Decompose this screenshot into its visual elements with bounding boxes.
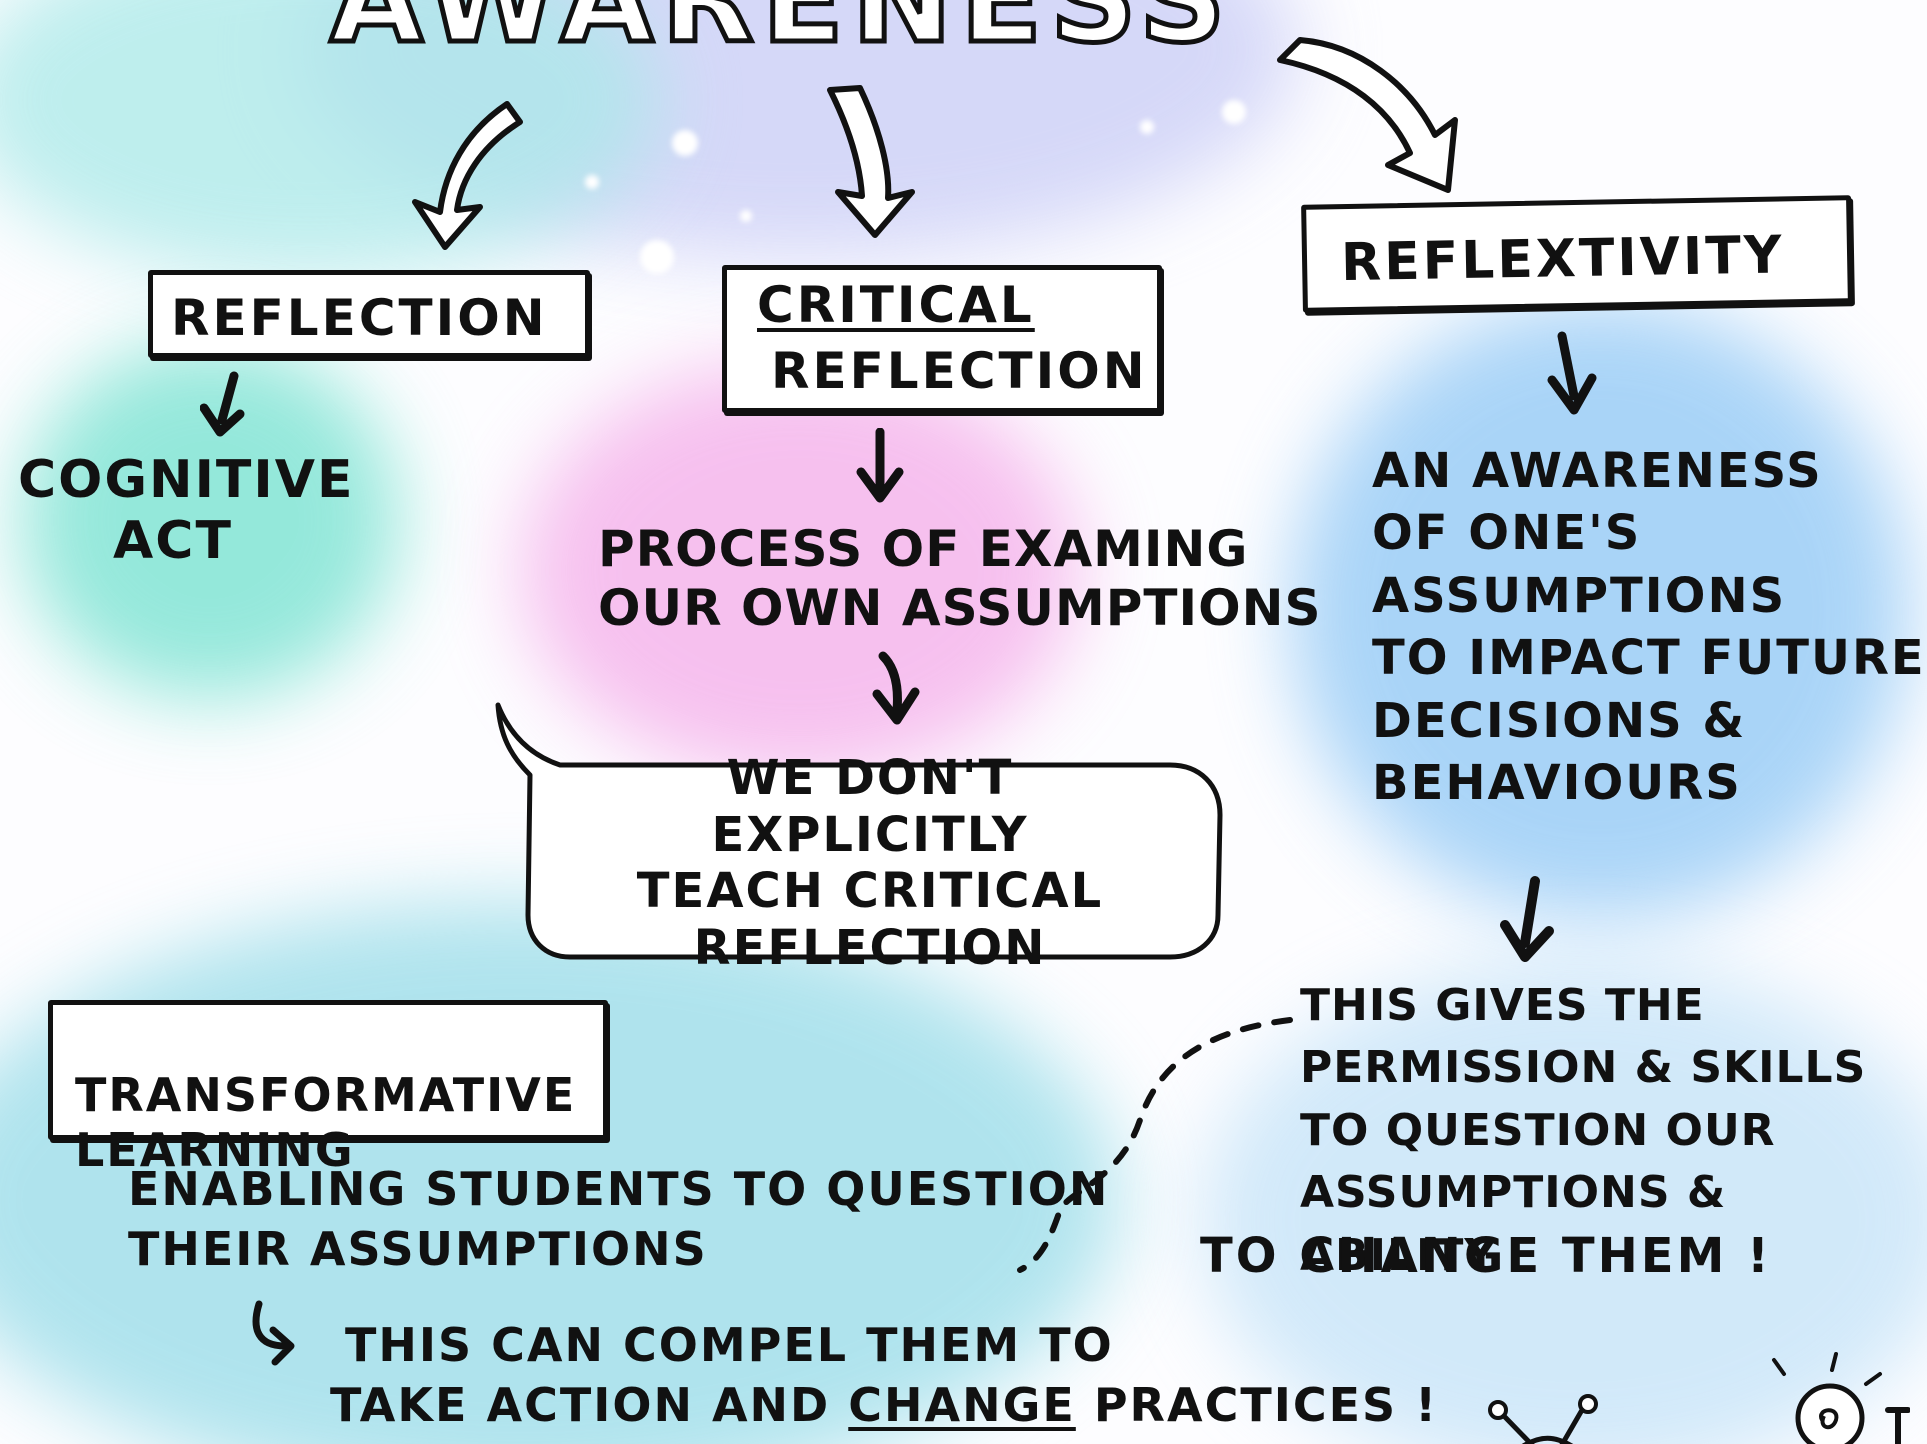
down-arrow-icon xyxy=(872,651,920,725)
critical-reflection-description: PROCESS OF EXAMING OUR OWN ASSUMPTIONS xyxy=(598,520,1322,637)
sparkle xyxy=(585,175,599,189)
title-awareness: AWARENESS xyxy=(328,0,1234,72)
sparkle xyxy=(640,240,674,274)
outcome-text-a: TAKE ACTION AND xyxy=(330,1378,849,1432)
down-arrow-icon xyxy=(200,371,245,437)
transformative-outcome-line2: TAKE ACTION AND CHANGE PRACTICES ! xyxy=(330,1378,1438,1432)
curved-arrow-icon xyxy=(827,85,915,238)
transformative-learning-label: TRANSFORMATIVE LEARNING xyxy=(75,1068,577,1178)
curved-arrow-icon xyxy=(412,101,523,250)
outcome-text-change: CHANGE xyxy=(848,1378,1076,1432)
transformative-outcome-line1: THIS CAN COMPEL THEM TO xyxy=(345,1318,1114,1372)
curved-arrow-icon xyxy=(1277,37,1458,193)
sparkle xyxy=(1222,100,1246,124)
pink-glow xyxy=(520,360,1080,780)
outcome-text-c: PRACTICES ! xyxy=(1075,1378,1439,1432)
reflexivity-label: REFLEXTIVITY xyxy=(1340,225,1785,294)
transformative-learning-description: ENABLING STUDENTS TO QUESTION THEIR ASSU… xyxy=(128,1162,1110,1276)
reflection-box: REFLECTION xyxy=(148,270,590,358)
speech-bubble-icon xyxy=(495,702,1223,960)
reflection-label: REFLECTION xyxy=(171,289,548,347)
reflection-label-2: REFLECTION xyxy=(771,342,1148,400)
curved-arrow-icon xyxy=(252,1300,295,1366)
bug-antenna-icon xyxy=(1488,1394,1598,1444)
lightbulb-icon xyxy=(1772,1352,1910,1444)
down-arrow-icon xyxy=(856,428,904,503)
reflection-description: COGNITIVE ACT xyxy=(18,450,355,572)
reflexivity-description: AN AWARENESS OF ONE'S ASSUMPTIONS TO IMP… xyxy=(1372,443,1926,811)
blue-bottom-right-glow xyxy=(1200,960,1927,1444)
sparkle xyxy=(1140,120,1154,134)
transformative-learning-box: TRANSFORMATIVE LEARNING xyxy=(48,1000,608,1177)
speech-bubble-text: WE DON'T EXPLICITLY TEACH CRITICAL REFLE… xyxy=(636,750,1104,976)
critical-reflection-box: CRITICAL REFLECTION xyxy=(722,265,1162,413)
reflexivity-box: REFLEXTIVITY xyxy=(1301,195,1853,313)
sparkle xyxy=(672,130,698,156)
down-arrow-icon xyxy=(1500,876,1554,962)
sparkle xyxy=(740,210,752,222)
reflexivity-consequence-end: TO CHANGE THEM ! xyxy=(1200,1228,1772,1284)
aqua-bottom-glow xyxy=(0,900,1120,1444)
critical-label: CRITICAL xyxy=(757,276,1035,334)
dashed-connector xyxy=(1017,1017,1293,1273)
reflexivity-consequence: THIS GIVES THE PERMISSION & SKILLS TO QU… xyxy=(1300,980,1867,1281)
teal-glow xyxy=(20,340,400,700)
blue-glow xyxy=(1290,300,1910,920)
down-arrow-icon xyxy=(1547,331,1597,415)
